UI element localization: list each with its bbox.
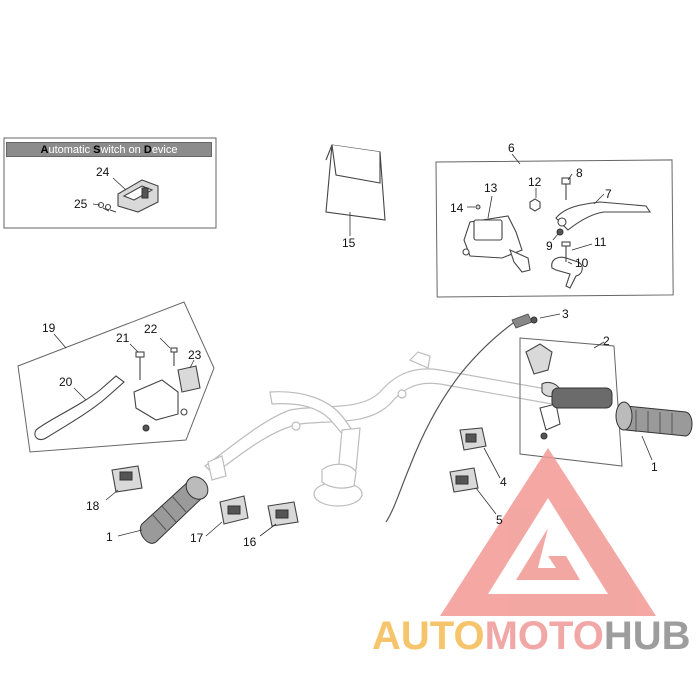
callout-22: 22 (144, 322, 158, 336)
part-7-brake-lever (555, 193, 652, 231)
part-18-switch (105, 465, 143, 501)
inset-title-part: D (143, 144, 152, 156)
callout-1-left: 1 (106, 530, 113, 544)
part-2-throttle-housing (519, 337, 623, 467)
part-14-screw (467, 204, 481, 210)
part-5-switch (449, 467, 497, 515)
box-19-left-lever (17, 301, 215, 453)
callout-25: 25 (74, 197, 88, 211)
callout-6: 6 (508, 141, 515, 155)
part-8-bolt (561, 173, 573, 200)
part-23-switch (177, 359, 201, 393)
callout-13: 13 (484, 181, 498, 195)
inset-title-part: A (40, 144, 49, 156)
handlebar-ghost (204, 351, 553, 507)
lever-bracket (133, 379, 188, 432)
inset-automatic-switch (3, 137, 217, 229)
watermark-moto: MOTO (484, 614, 604, 658)
callout-1-right: 1 (651, 460, 658, 474)
part-9-washer (552, 228, 564, 241)
callout-10: 10 (575, 256, 589, 270)
callout-labels: 1 1 2 3 4 5 6 7 8 9 10 11 12 13 14 15 16… (42, 141, 658, 549)
part-21-bolt (129, 343, 145, 380)
callout-2: 2 (603, 334, 610, 348)
part-16-switch (259, 501, 299, 537)
callout-11: 11 (594, 235, 607, 249)
part-25-screws (97, 201, 117, 213)
callout-21: 21 (116, 331, 130, 345)
part-10-clamp (551, 256, 583, 289)
watermark-text: AUTOMOTOHUB (372, 612, 691, 660)
callout-7: 7 (605, 187, 612, 201)
part-4-switch (459, 427, 501, 479)
callout-23: 23 (188, 348, 202, 362)
callout-15: 15 (342, 236, 356, 250)
watermark-hub: HUB (603, 614, 691, 658)
callout-14: 14 (450, 201, 464, 215)
callout-18: 18 (86, 499, 100, 513)
inset-title-part: evice (151, 144, 178, 156)
inset-title-part: witch on (100, 144, 144, 156)
callout-8: 8 (576, 166, 583, 180)
part-22-screw (159, 337, 178, 366)
watermark-logo (440, 448, 656, 616)
part-20-clutch-lever (34, 375, 125, 441)
part-1-right-grip (615, 401, 693, 461)
callout-16: 16 (243, 535, 257, 549)
callout-24: 24 (96, 165, 110, 179)
callout-9: 9 (546, 239, 553, 253)
part-11-screw (561, 241, 593, 262)
callout-5: 5 (496, 513, 503, 527)
callout-3: 3 (562, 307, 569, 321)
callout-4: 4 (500, 475, 507, 489)
inset-title-part: S (93, 144, 101, 156)
part-17-switch (205, 495, 249, 537)
watermark-auto: AUTO (372, 614, 485, 658)
callout-19: 19 (42, 321, 56, 335)
part-24-switch-bracket (117, 179, 159, 213)
callout-12: 12 (528, 175, 542, 189)
box-6-master-cylinder (435, 153, 674, 298)
callout-20: 20 (59, 375, 73, 389)
part-3-cable-end (530, 313, 561, 324)
inset-title: Automatic Switch on Device (6, 142, 212, 157)
inset-title-part: utomatic (48, 144, 94, 156)
part-12-nut (529, 188, 541, 212)
part-1-left-grip (117, 476, 209, 544)
callout-17: 17 (190, 531, 204, 545)
part-13-master-cylinder (462, 195, 531, 273)
part-15-manual (325, 144, 386, 236)
